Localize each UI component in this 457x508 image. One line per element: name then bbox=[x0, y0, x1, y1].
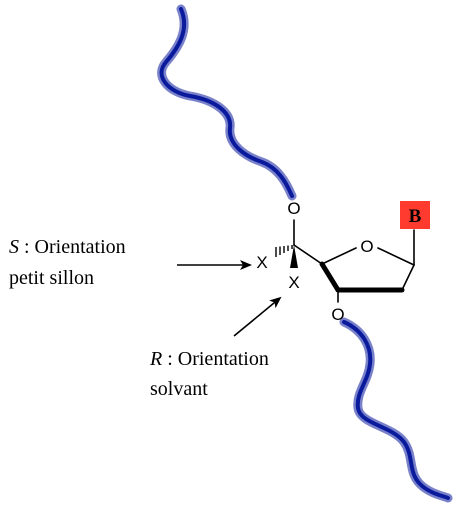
x-substituent-down: X bbox=[288, 273, 299, 292]
hashed-bond bbox=[275, 245, 293, 257]
furanose-ring: O bbox=[319, 229, 415, 293]
s-orientation-annotation: S : Orientation petit sillon bbox=[9, 236, 252, 289]
o4-c1-bond bbox=[377, 247, 415, 266]
base-box-background bbox=[400, 201, 430, 229]
o5-prime-group: O bbox=[287, 199, 301, 246]
r-letter: R bbox=[149, 348, 162, 370]
ring-oxygen-label: O bbox=[360, 237, 373, 256]
s-caption-line1: S : Orientation bbox=[9, 236, 126, 258]
r-arrow bbox=[233, 296, 282, 337]
c5-c4-bond bbox=[293, 244, 323, 265]
wedge-bond bbox=[290, 245, 298, 268]
s-letter: S bbox=[9, 236, 19, 258]
r-caption-line1: R : Orientation bbox=[149, 348, 269, 370]
r-orientation-annotation: R : Orientation solvant bbox=[149, 296, 282, 400]
c1-c2-bond bbox=[401, 264, 415, 291]
base-label: B bbox=[409, 206, 422, 227]
o3-prime-label: O bbox=[331, 305, 344, 324]
r-caption-line2: solvant bbox=[150, 378, 208, 400]
lower-backbone-strand bbox=[339, 317, 453, 503]
c4-o4-bond bbox=[321, 247, 357, 265]
base-box: B bbox=[400, 201, 430, 229]
x-substituent-left: X bbox=[256, 253, 267, 272]
s-caption-line2: petit sillon bbox=[9, 267, 94, 289]
r-line1-text: : Orientation bbox=[162, 348, 269, 370]
c3-c4-bond bbox=[319, 261, 341, 293]
s-line1-text: : Orientation bbox=[19, 236, 126, 258]
o3-prime-group: O bbox=[331, 289, 345, 324]
o5-prime-label: O bbox=[287, 199, 300, 218]
c5-stereocenter: X X bbox=[256, 244, 323, 292]
upper-backbone-strand bbox=[157, 4, 297, 201]
